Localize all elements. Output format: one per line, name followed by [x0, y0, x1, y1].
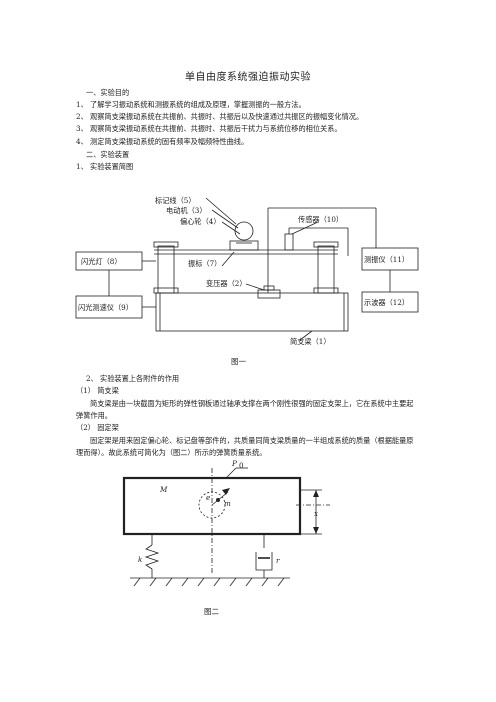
- figure2-caption: 图二: [204, 607, 219, 616]
- subheading-fixed-frame: （2） 固定架: [76, 423, 119, 432]
- mass-point: [216, 498, 220, 502]
- right-support: [317, 245, 335, 294]
- page-title: 单自由度系统强迫振动实验: [185, 72, 311, 83]
- label-P0: P: [231, 459, 237, 468]
- label-flash-lamp: 闪光灯（8）: [81, 257, 122, 266]
- left-support: [157, 245, 175, 294]
- section-heading-apparatus: 二、实验装置: [86, 150, 130, 159]
- label-pointer: 振标（7）: [188, 259, 221, 268]
- label-cam: 偏心轮（4）: [180, 217, 221, 226]
- x-arrow-down-icon: [313, 527, 319, 534]
- x-arrow-up-icon: [313, 490, 319, 497]
- sensor-block: [284, 233, 294, 251]
- motor-block: [229, 240, 259, 251]
- list-item: 1、 了解学习振动系统和测振系统的组成及原理，掌握测振的一般方法。: [76, 100, 306, 109]
- paragraph-fixed-frame: 固定架是用来固定偏心轮、标记盘等部件的，共质量同简支梁质量的一半组成系统的质量（…: [76, 436, 414, 457]
- label-oscilloscope: 示波器（12）: [364, 298, 409, 307]
- label-m: m: [224, 499, 231, 508]
- label-marker-line: 标记线（5）: [155, 196, 196, 205]
- label-x: x: [314, 509, 318, 518]
- subheading-accessories: 2、 实验装置上各附件的作用: [86, 374, 180, 383]
- label-k: k: [138, 555, 142, 564]
- label-r: r: [276, 556, 280, 565]
- list-item: 3、 观察简支梁振动系统在共振前、共振时、共振后干扰力与系统位移的相位关系。: [76, 124, 342, 133]
- label-e: e: [206, 493, 210, 502]
- list-item: 2、 观察简支梁振动系统在共振前、共振时、共振后以及快速通过共振区的振幅变化情况…: [76, 112, 364, 121]
- section-heading-purpose: 一、实验目的: [86, 88, 130, 97]
- figure1-caption: 图一: [231, 357, 246, 366]
- subheading-diagram: 1、 实验装置简图: [76, 162, 134, 171]
- subheading-beam: （1） 简支梁: [76, 386, 119, 395]
- label-M: M: [159, 485, 168, 494]
- base-frame: [155, 292, 349, 332]
- label-transformer: 变压器（2）: [206, 279, 247, 288]
- label-beam: 简支梁（1）: [290, 337, 331, 346]
- force-arrowhead: [222, 488, 230, 495]
- paragraph-beam: 简支梁是由一块截面为矩形的弹性钢板通过轴承支撑在两个刚性很强的固定支架上，它在系…: [76, 399, 414, 420]
- label-tachometer: 闪光测速仪（9）: [78, 303, 133, 312]
- cam-circle: [234, 221, 254, 241]
- label-sensor: 传感器（10）: [298, 215, 343, 224]
- label-vibration-meter: 测振仪（11）: [364, 255, 409, 264]
- label-motor: 电动机（3）: [166, 206, 207, 215]
- label-P0-subscript: 0: [239, 461, 244, 470]
- list-item: 4、 测定简支梁振动系统的固有频率及幅频特性曲线。: [76, 137, 249, 146]
- transformer-block: [257, 289, 281, 299]
- eccentric-circle: [198, 491, 226, 519]
